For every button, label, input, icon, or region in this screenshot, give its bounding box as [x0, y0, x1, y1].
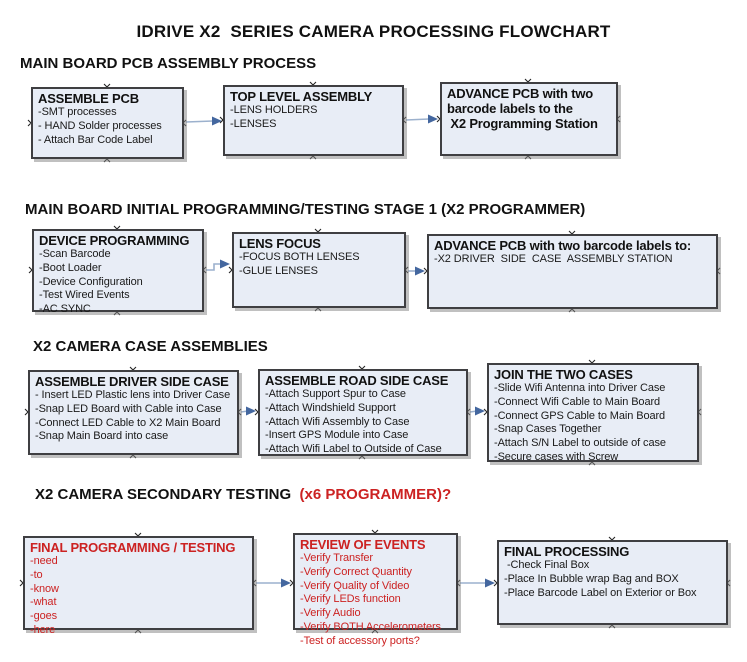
box-item: -to	[30, 568, 43, 581]
box-title: REVIEW OF EVENTS	[300, 537, 426, 552]
box-item: -Attach Windshield Support	[265, 401, 396, 414]
flow-box-lens-focus: LENS FOCUS -FOCUS BOTH LENSES -GLUE LENS…	[232, 232, 406, 308]
box-title: LENS FOCUS	[239, 236, 321, 251]
section-heading-case-assemblies: X2 CAMERA CASE ASSEMBLIES	[33, 338, 268, 355]
flow-box-device-programming: DEVICE PROGRAMMING -Scan Barcode -Boot L…	[32, 229, 204, 315]
box-item: -Snap LED Board with Cable into Case	[35, 402, 222, 415]
box-title: ASSEMBLE DRIVER SIDE CASE	[35, 374, 229, 389]
box-item: -Place In Bubble wrap Bag and BOX	[504, 572, 679, 585]
flow-box-assemble-road-side-case: ASSEMBLE ROAD SIDE CASE -Attach Support …	[258, 369, 468, 456]
box-item: -Verify Correct Quantity	[300, 565, 412, 578]
box-item: -Scan Barcode	[39, 248, 111, 260]
flow-box-join-the-two-cases: JOIN THE TWO CASES -Slide Wifi Antenna i…	[487, 363, 699, 463]
box-item: -Attach Wifi Label to Outside of Case	[265, 443, 442, 456]
box-title: ADVANCE PCB with two barcode labels to:	[434, 238, 692, 253]
box-item: -Verify Transfer	[300, 552, 373, 564]
box-title: ASSEMBLE ROAD SIDE CASE	[265, 373, 449, 388]
flow-box-advance-pcb-programming-station: ADVANCE PCB with two barcode labels to t…	[440, 82, 618, 156]
box-item: -AC SYNC	[39, 303, 91, 316]
section-heading-secondary-testing: X2 CAMERA SECONDARY TESTING (x6 PROGRAMM…	[35, 486, 451, 503]
box-item: -Snap Cases Together	[494, 423, 602, 436]
box-item: -Secure cases with Screw	[494, 450, 619, 463]
flow-arrow	[405, 114, 438, 124]
box-item: -Insert GPS Module into Case	[265, 429, 409, 442]
flow-box-assemble-driver-side-case: ASSEMBLE DRIVER SIDE CASE - Insert LED P…	[28, 370, 239, 455]
flow-arrow	[256, 578, 291, 588]
box-title: TOP LEVEL ASSEMBLY	[230, 89, 373, 104]
box-title: FINAL PROGRAMMING / TESTING	[30, 540, 236, 555]
box-item: -Snap Main Board into case	[35, 430, 169, 443]
box-item: -Connect GPS Cable to Main Board	[494, 409, 666, 422]
box-item: -Test Wired Events	[39, 289, 130, 302]
box-title: ADVANCE PCB with two barcode labels to t…	[447, 86, 598, 131]
flow-arrow	[460, 578, 495, 588]
box-item: -Connect LED Cable to X2 Main Board	[35, 416, 221, 429]
box-title: FINAL PROCESSING	[504, 544, 630, 559]
flow-arrow	[240, 406, 256, 416]
flow-box-final-programming-testing: FINAL PROGRAMMING / TESTING -need -to -k…	[23, 536, 254, 636]
box-title: JOIN THE TWO CASES	[494, 367, 633, 382]
box-item: -Verify LEDs function	[300, 593, 401, 606]
box-item: -Test of accessory ports?	[300, 634, 420, 647]
box-item: -Device Configuration	[39, 275, 143, 288]
box-item: -goes	[30, 610, 58, 623]
box-item: -GLUE LENSES	[239, 264, 318, 277]
box-item: -know	[30, 582, 59, 595]
box-item: -SMT processes	[38, 106, 117, 118]
flow-arrow	[408, 266, 425, 276]
heading-black-part: X2 CAMERA SECONDARY TESTING	[35, 486, 296, 503]
box-item: - Insert LED Plastic lens into Driver Ca…	[35, 389, 231, 401]
flow-box-final-processing: FINAL PROCESSING -Check Final Box -Place…	[497, 540, 728, 625]
box-item: -Attach Support Spur to Case	[265, 388, 406, 400]
box-item: -Check Final Box	[504, 559, 590, 571]
box-item: -what	[30, 596, 57, 609]
box-item: - HAND Solder processes	[38, 119, 162, 132]
flow-arrow	[206, 259, 230, 271]
box-item: -FOCUS BOTH LENSES	[239, 251, 360, 263]
box-item: -Attach S/N Label to outside of case	[494, 437, 666, 450]
section-heading-initial-programming: MAIN BOARD INITIAL PROGRAMMING/TESTING S…	[25, 201, 586, 218]
box-item: -need	[30, 555, 58, 567]
section-heading-pcb-assembly: MAIN BOARD PCB ASSEMBLY PROCESS	[20, 55, 317, 72]
box-item: -X2 DRIVER SIDE CASE ASSEMBLY STATION	[434, 253, 673, 265]
box-item: -Connect Wifi Cable to Main Board	[494, 395, 661, 408]
heading-red-part: (x6 PROGRAMMER)?	[295, 486, 452, 503]
box-item: -Place Barcode Label on Exterior or Box	[504, 586, 697, 599]
box-item: -Boot Loader	[39, 261, 102, 274]
page-title: IDRIVE X2 SERIES CAMERA PROCESSING FLOWC…	[136, 22, 611, 41]
box-item: -Verify Audio	[300, 607, 361, 620]
flow-box-review-of-events: REVIEW OF EVENTS -Verify Transfer -Verif…	[293, 533, 458, 647]
flow-box-advance-pcb-driver-side: ADVANCE PCB with two barcode labels to: …	[427, 234, 718, 309]
box-item: -LENSES	[230, 117, 277, 130]
box-item: -Verify Quality of Video	[300, 579, 410, 592]
flow-arrow	[185, 116, 222, 126]
box-item: -Verify BOTH Accelerometers	[300, 620, 441, 633]
flow-box-top-level-assembly: TOP LEVEL ASSEMBLY -LENS HOLDERS -LENSES	[223, 85, 404, 156]
box-item: - Attach Bar Code Label	[38, 133, 153, 146]
box-title: ASSEMBLE PCB	[38, 91, 139, 106]
box-item: -Attach Wifi Assembly to Case	[265, 415, 410, 428]
box-item: -here	[30, 623, 56, 636]
flow-arrow	[469, 406, 485, 416]
box-item: -Slide Wifi Antenna into Driver Case	[494, 382, 666, 394]
flow-box-assemble-pcb: ASSEMBLE PCB -SMT processes - HAND Solde…	[31, 87, 184, 159]
box-title: DEVICE PROGRAMMING	[39, 233, 190, 248]
box-item: -LENS HOLDERS	[230, 104, 318, 116]
